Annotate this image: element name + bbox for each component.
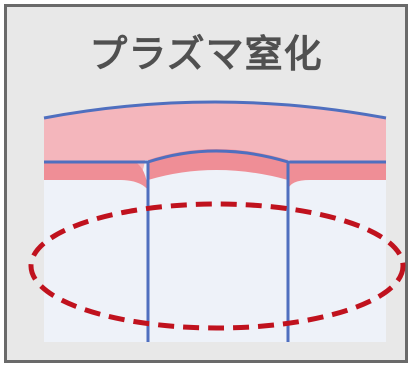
- substrate-shoulder-right: [288, 180, 386, 200]
- substrate-shoulder-left: [44, 180, 148, 200]
- fillet-left: [44, 162, 148, 190]
- diagram-title: プラズマ窒化: [89, 32, 323, 76]
- interface-line: [44, 149, 386, 164]
- outer-surface-line: [43, 100, 387, 120]
- dashed-ellipse-icon: [28, 201, 406, 331]
- nitrided-layer-feature-top: [148, 149, 288, 180]
- fillet-right: [288, 162, 386, 190]
